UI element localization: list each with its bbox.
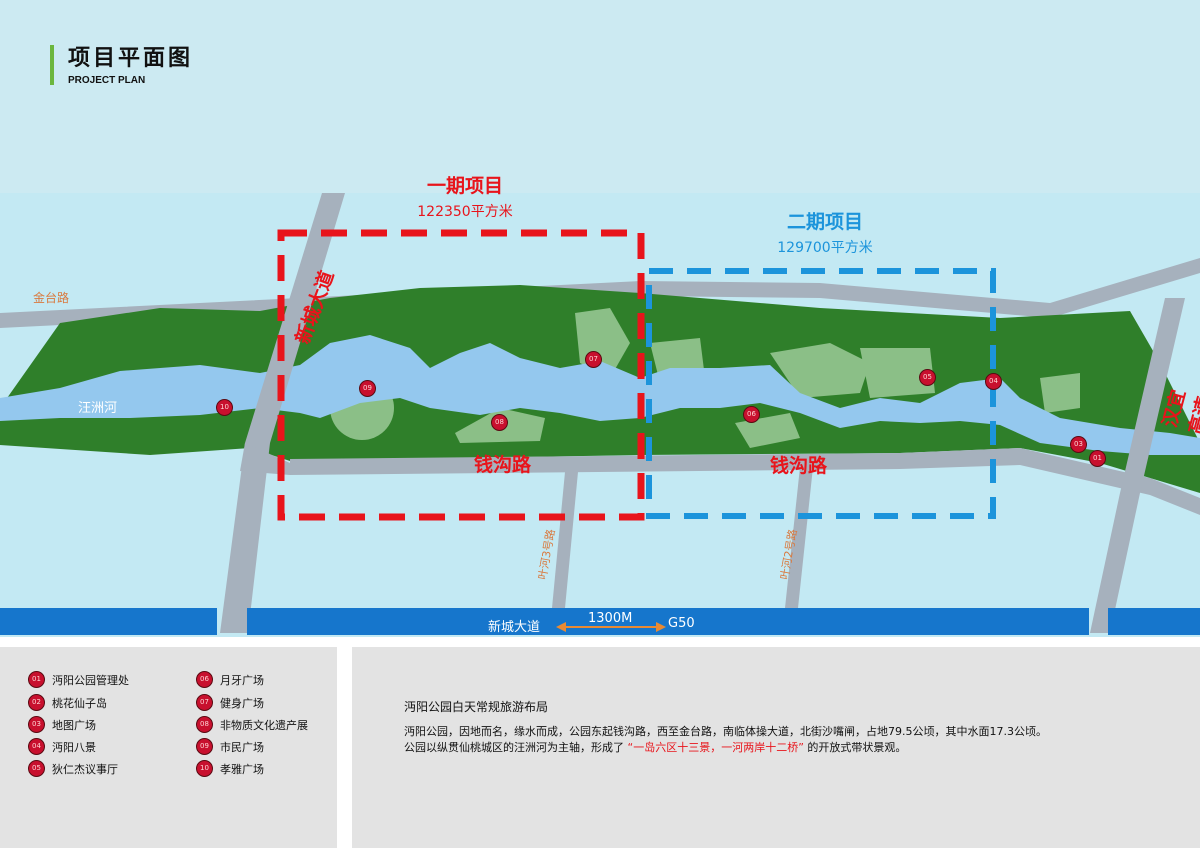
description-panel: 沔阳公园白天常规旅游布局 沔阳公园，因地而名，缘水而成，公园东起钱沟路，西至金台…: [352, 647, 1200, 848]
map-pin-04[interactable]: 04: [985, 373, 1002, 390]
title-accent-bar: [50, 45, 54, 85]
legend-item: 03 地图广场: [28, 716, 96, 733]
legend-item: 01 沔阳公园管理处: [28, 671, 129, 688]
description-title: 沔阳公园白天常规旅游布局: [404, 700, 549, 714]
phase1-name: 一期项目: [426, 175, 503, 197]
legend-panel: 01 沔阳公园管理处 02 桃花仙子岛 03 地图广场 04 沔阳八景 05 狄…: [0, 647, 337, 848]
qiangou-road: [290, 448, 1200, 515]
legend-label: 月牙广场: [220, 673, 264, 687]
description-line-1: 沔阳公园，因地而名，缘水而成，公园东起钱沟路，西至金台路，南临体操大道，北街沙嘴…: [404, 725, 1047, 738]
map-pin-01[interactable]: 01: [1089, 450, 1106, 467]
distance-arrow: [556, 622, 666, 632]
legend-label: 孝雅广场: [220, 762, 264, 776]
legend-label: 狄仁杰议事厅: [52, 762, 118, 776]
page-subtitle: PROJECT PLAN: [68, 75, 146, 86]
description-line-2-end: 的开放式带状景观。: [807, 741, 907, 754]
legend-number: 01: [28, 671, 45, 688]
legend-item: 02 桃花仙子岛: [28, 694, 107, 711]
phase2-area: 129700平方米: [777, 240, 873, 256]
description-line-2: 公园以纵贯仙桃城区的汪洲河为主轴，形成了 “一岛六区十三景，一河两岸十二桥” 的…: [404, 739, 906, 755]
page-title: 项目平面图: [68, 46, 194, 71]
river: [0, 335, 1200, 455]
legend-label: 市民广场: [220, 740, 264, 754]
legend-item: 09 市民广场: [196, 738, 264, 755]
legend-item: 05 狄仁杰议事厅: [28, 760, 118, 777]
legend-item: 08 非物质文化遗产展: [196, 716, 308, 733]
legend-label: 桃花仙子岛: [52, 696, 107, 710]
qiangou-road-label-1: 钱沟路: [474, 454, 532, 476]
legend-number: 06: [196, 671, 213, 688]
description-highlight: “一岛六区十三景，一河两岸十二桥”: [627, 741, 804, 754]
map-pin-06[interactable]: 06: [743, 406, 760, 423]
legend-number: 08: [196, 716, 213, 733]
yehe3-road: [552, 472, 578, 608]
legend-label: 健身广场: [220, 696, 264, 710]
bottom-road-segment-3: [1108, 608, 1200, 635]
legend-number: 09: [196, 738, 213, 755]
phase1-boundary: [277, 229, 645, 521]
park-plan-map: 一期项目 122350平方米 二期项目 129700平方米 金台路 新城大道 钱…: [0, 175, 1200, 637]
legend-label: 沔阳八景: [52, 740, 96, 754]
legend-item: 04 沔阳八景: [28, 738, 96, 755]
map-pin-10[interactable]: 10: [216, 399, 233, 416]
legend-item: 07 健身广场: [196, 694, 264, 711]
yehe2-road: [785, 467, 813, 608]
bottom-g50-label: G50: [668, 616, 695, 631]
phase1-label: 一期项目 122350平方米: [395, 171, 535, 221]
legend-item: 10 孝雅广场: [196, 760, 264, 777]
legend-number: 03: [28, 716, 45, 733]
phase2-boundary: [646, 268, 996, 519]
phase2-label: 二期项目 129700平方米: [755, 207, 895, 257]
legend-number: 07: [196, 694, 213, 711]
bottom-distance-label: 1300M: [588, 611, 633, 626]
legend-number: 05: [28, 760, 45, 777]
map-canvas: [0, 193, 1200, 637]
bottom-road-segment-1: [0, 608, 217, 635]
legend-label: 非物质文化遗产展: [220, 718, 308, 732]
header-band: 项目平面图 PROJECT PLAN: [0, 0, 1200, 193]
hanyi-expressway: [1090, 298, 1185, 633]
map-pin-08[interactable]: 08: [491, 414, 508, 431]
legend-label: 地图广场: [52, 718, 96, 732]
legend-number: 04: [28, 738, 45, 755]
legend-number: 10: [196, 760, 213, 777]
phase2-name: 二期项目: [786, 211, 863, 233]
bottom-road-segment-2: [247, 608, 1089, 635]
legend-label: 沔阳公园管理处: [52, 673, 129, 687]
river-label: 汪洲河: [78, 401, 118, 416]
xincheng-avenue: [220, 193, 345, 633]
phase1-area: 122350平方米: [417, 204, 513, 220]
map-pin-03[interactable]: 03: [1070, 436, 1087, 453]
map-pin-09[interactable]: 09: [359, 380, 376, 397]
legend-item: 06 月牙广场: [196, 671, 264, 688]
jintai-road-label: 金台路: [33, 291, 70, 305]
description-line-2-start: 公园以纵贯仙桃城区的汪洲河为主轴，形成了: [404, 741, 624, 754]
legend-number: 02: [28, 694, 45, 711]
bottom-xincheng-label: 新城大道: [488, 620, 541, 635]
map-pin-05[interactable]: 05: [919, 369, 936, 386]
qiangou-road-label-2: 钱沟路: [770, 455, 828, 477]
map-pin-07[interactable]: 07: [585, 351, 602, 368]
